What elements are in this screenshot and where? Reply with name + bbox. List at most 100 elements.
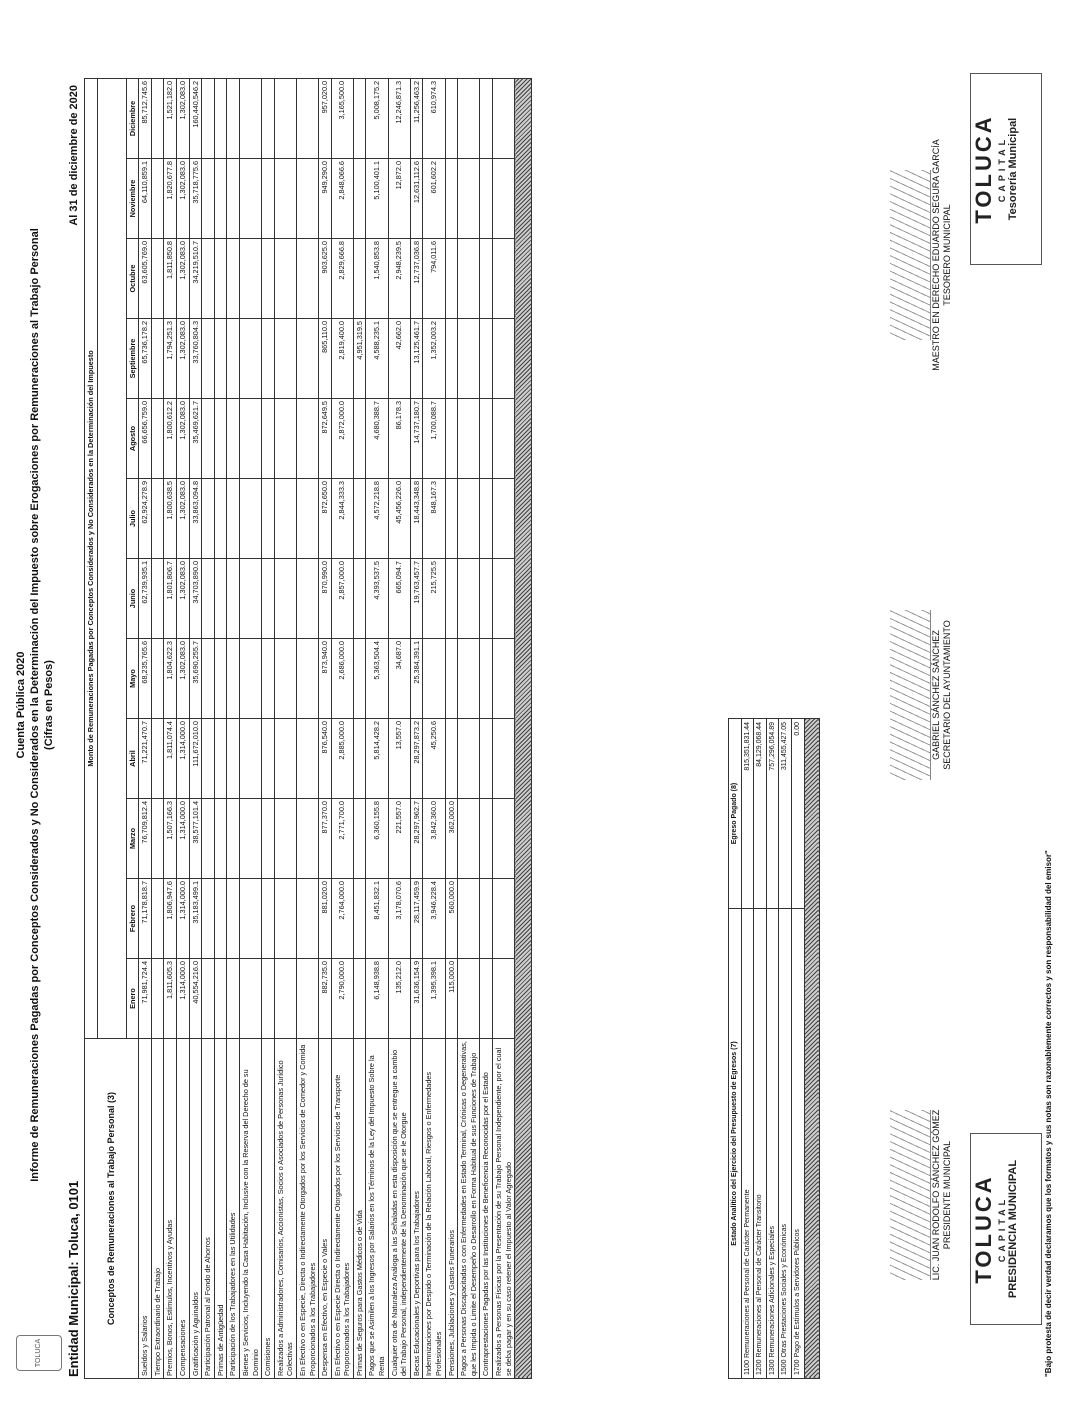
table-cell: 62,739,935.1 xyxy=(138,558,152,639)
table-cell xyxy=(226,558,240,639)
hatched-header xyxy=(97,78,127,1039)
document-header: Cuenta Pública 2020 Informe de Remunerac… xyxy=(14,25,56,1385)
table-cell: 1,507,166.3 xyxy=(163,798,177,879)
table-cell xyxy=(492,238,515,319)
table-cell xyxy=(201,958,215,1039)
table-cell: 111,672,010.0 xyxy=(189,718,202,799)
table-cell xyxy=(214,318,227,399)
table-cell xyxy=(479,238,493,319)
table-cell xyxy=(274,958,297,1039)
side-title: Estado Analítico del Ejercicio del Presu… xyxy=(728,908,742,1379)
table-cell: 135,212.0 xyxy=(388,958,411,1039)
row-label: Realizados a Personas Físicas por la Pre… xyxy=(492,1038,515,1379)
table-cell: 65,736,178.2 xyxy=(138,318,152,399)
table-cell xyxy=(479,878,493,959)
table-cell xyxy=(274,398,297,479)
table-row: Contraprestaciones Pagadas por las Insti… xyxy=(479,78,493,1379)
table-cell: 903,625.0 xyxy=(318,238,332,319)
signature-role: SECRETARIO DEL AYUNTAMIENTO xyxy=(942,620,952,770)
table-cell xyxy=(226,238,240,319)
row-label: Comisiones xyxy=(261,1038,275,1379)
table-cell: 4,588,235.1 xyxy=(365,318,389,399)
table-cell xyxy=(492,638,515,719)
row-label: Pagos a Personas Discapacitadas o con En… xyxy=(457,1038,480,1379)
table-cell: 2,686,000.0 xyxy=(331,638,354,719)
month-header: Octubre xyxy=(126,238,139,319)
table-cell: 1,800,612.2 xyxy=(163,398,177,479)
table-cell: 11,256,463.2 xyxy=(410,78,423,159)
side-row-label: 1200 Remuneraciones al Personal de Carác… xyxy=(753,908,767,1379)
table-cell: 160,440,546.2 xyxy=(189,78,202,159)
month-header: Agosto xyxy=(126,398,139,479)
table-cell xyxy=(274,238,297,319)
row-label: Cualquier otra de Naturaleza Análoga a l… xyxy=(388,1038,411,1379)
table-cell: 63,605,769.0 xyxy=(138,238,152,319)
table-cell: 221,557.0 xyxy=(388,798,411,879)
table-cell xyxy=(457,718,480,799)
table-cell xyxy=(353,78,366,159)
table-cell: 1,314,000.0 xyxy=(176,958,190,1039)
table-cell: 28,297,962.7 xyxy=(410,798,423,879)
table-cell: 1,302,083.0 xyxy=(176,478,190,559)
table-cell xyxy=(201,398,215,479)
table-row: Pagos que se Asimilen a los Ingresos por… xyxy=(365,78,389,1379)
table-cell: 3,165,500.0 xyxy=(331,78,354,159)
month-header: Marzo xyxy=(126,798,139,879)
table-cell: 71,981,724.4 xyxy=(138,958,152,1039)
table-cell: 1,302,083.0 xyxy=(176,158,190,239)
table-cell xyxy=(214,798,227,879)
side-table-row: 1200 Remuneraciones al Personal de Carác… xyxy=(753,718,767,1379)
month-header: Enero xyxy=(126,958,139,1039)
table-cell xyxy=(492,718,515,799)
table-row: Despensa en Efectivo, en Especie o Vales… xyxy=(318,78,332,1379)
table-cell xyxy=(445,718,458,799)
table-cell xyxy=(201,798,215,879)
row-label: Participación Patronal al Fondo de Ahorr… xyxy=(201,1038,215,1379)
table-cell xyxy=(239,238,262,319)
table-cell: 31,636,154.9 xyxy=(410,958,423,1039)
table-cell: 85,712,745.6 xyxy=(138,78,152,159)
table-cell xyxy=(214,878,227,959)
table-cell: 1,314,000.0 xyxy=(176,718,190,799)
header-line-3: (Cifras en Pesos) xyxy=(43,660,55,750)
table-cell: 86,178.3 xyxy=(388,398,411,479)
table-row: Indemnizaciones por Despido o Terminació… xyxy=(422,78,446,1379)
table-cell: 5,363,504.4 xyxy=(365,638,389,719)
table-cell: 42,662.0 xyxy=(388,318,411,399)
table-cell xyxy=(479,478,493,559)
table-cell: 68,235,765.6 xyxy=(138,638,152,719)
table-cell xyxy=(261,718,275,799)
side-header-row: Estado Analítico del Ejercicio del Presu… xyxy=(728,718,742,1379)
table-cell xyxy=(296,558,319,639)
month-header: Diciembre xyxy=(126,78,139,159)
table-cell: 33,863,094.8 xyxy=(189,478,202,559)
table-cell xyxy=(422,638,446,719)
table-cell: 38,577,101.4 xyxy=(189,798,202,879)
table-cell: 560,000.0 xyxy=(445,878,458,959)
signature-name: GABRIEL SÁNCHEZ SÁNCHEZ xyxy=(931,630,941,760)
table-cell: 25,384,391.1 xyxy=(410,638,423,719)
table-cell xyxy=(214,958,227,1039)
signature-treasurer: MAESTRO EN DERECHO EDUARDO SEGURA GARCÍA… xyxy=(890,125,953,385)
table-cell: 881,020.0 xyxy=(318,878,332,959)
table-cell xyxy=(492,398,515,479)
signature-scribble-icon xyxy=(890,170,931,340)
table-cell xyxy=(226,798,240,879)
table-cell xyxy=(479,318,493,399)
table-cell xyxy=(445,318,458,399)
table-cell xyxy=(239,558,262,639)
table-cell xyxy=(353,718,366,799)
table-cell xyxy=(296,238,319,319)
table-cell xyxy=(201,78,215,159)
table-cell xyxy=(274,318,297,399)
row-label: Participación de los Trabajadores en las… xyxy=(226,1038,240,1379)
table-cell xyxy=(353,558,366,639)
table-cell: 1,302,083.0 xyxy=(176,78,190,159)
budget-analytic-table: Estado Analítico del Ejercicio del Presu… xyxy=(728,718,820,1379)
table-cell xyxy=(274,558,297,639)
table-cell xyxy=(296,78,319,159)
table-cell: 3,946,228.4 xyxy=(422,878,446,959)
table-cell xyxy=(274,718,297,799)
table-cell: 35,183,499.1 xyxy=(189,878,202,959)
